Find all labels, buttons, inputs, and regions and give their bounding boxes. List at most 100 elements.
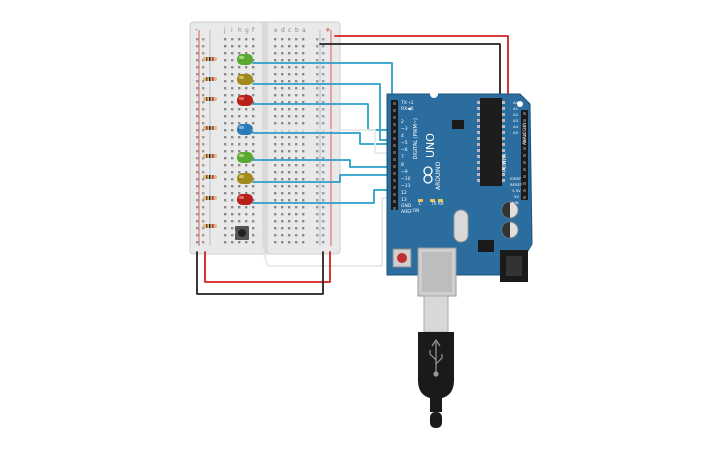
hole (523, 168, 526, 171)
hole (281, 199, 284, 202)
hole (393, 109, 396, 112)
hole (502, 131, 505, 134)
hole (238, 192, 241, 195)
hole (252, 94, 255, 97)
hole (295, 94, 298, 97)
hole (316, 199, 319, 202)
hole (224, 59, 227, 62)
wire-black[interactable] (196, 251, 324, 295)
hole (252, 171, 255, 174)
hole (231, 66, 234, 69)
usb-cable[interactable] (418, 295, 454, 428)
hole (202, 94, 205, 97)
hole (231, 52, 234, 55)
hole (523, 126, 526, 129)
hole (477, 167, 480, 170)
wire-blue[interactable] (252, 103, 396, 131)
l-label: L (419, 201, 422, 206)
hole (393, 102, 396, 105)
hole (322, 157, 325, 160)
hole (316, 185, 319, 188)
hole (245, 192, 248, 195)
hole (302, 136, 305, 139)
hole (295, 234, 298, 237)
hole (316, 143, 319, 146)
arduino-logo (423, 166, 433, 184)
power-pin-labels: IOREF RESET 3.3V 5V VIN (510, 176, 523, 205)
hole (316, 136, 319, 139)
wire-red[interactable] (204, 251, 331, 283)
hole (477, 131, 480, 134)
hole (231, 206, 234, 209)
hole (523, 147, 526, 150)
hole (238, 73, 241, 76)
led-yellow[interactable] (237, 173, 253, 184)
hole (202, 115, 205, 118)
hole (523, 175, 526, 178)
hole (295, 136, 298, 139)
hole (295, 66, 298, 69)
col-letter: i (231, 27, 233, 34)
led-green[interactable] (237, 152, 253, 163)
digital-pin-holes (393, 102, 396, 210)
led-yellow[interactable] (237, 74, 253, 85)
hole (302, 241, 305, 244)
hole (202, 143, 205, 146)
pin-label: RX◀0 (401, 106, 414, 112)
tx-led (430, 199, 435, 202)
led-red[interactable] (237, 95, 253, 106)
hole (316, 38, 319, 41)
arduino-uno[interactable]: TX➝1 RX◀0 2 ~3 4 ~5 ~6 7 8 ~9 ~10 ~11 12… (386, 90, 533, 297)
mounting-hole (430, 90, 438, 98)
hole (202, 101, 205, 104)
digital-label: DIGITAL (PWM~) (413, 118, 419, 160)
hole (295, 171, 298, 174)
wire-blue[interactable] (252, 174, 396, 183)
hole (274, 227, 277, 230)
hole (224, 234, 227, 237)
hole (322, 122, 325, 125)
hole (281, 122, 284, 125)
hole (523, 196, 526, 199)
pin-label: 2 (401, 119, 404, 125)
rail-plus-label: + (325, 26, 331, 34)
hole (322, 234, 325, 237)
hole (502, 137, 505, 140)
hole (252, 108, 255, 111)
hole (202, 234, 205, 237)
hole (302, 143, 305, 146)
hole (252, 227, 255, 230)
hole (477, 179, 480, 182)
wire-blue[interactable] (252, 189, 396, 204)
hole (295, 38, 298, 41)
hole (252, 73, 255, 76)
tx-label: TX (430, 201, 436, 206)
led-blue[interactable] (237, 124, 253, 135)
wire-white[interactable] (252, 129, 396, 154)
hole (393, 144, 396, 147)
wire-white[interactable] (219, 231, 236, 249)
pin-label: ~6 (401, 147, 408, 153)
wire-blue[interactable] (252, 132, 396, 145)
hole (224, 192, 227, 195)
hole (245, 136, 248, 139)
hole (224, 178, 227, 181)
hole (281, 206, 284, 209)
digital-header[interactable] (391, 100, 398, 210)
push-button[interactable] (235, 226, 249, 240)
wire-blue[interactable] (252, 159, 396, 168)
hole (231, 73, 234, 76)
hole (252, 80, 255, 83)
hole (252, 206, 255, 209)
hole (393, 158, 396, 161)
hole (196, 171, 199, 174)
usb-cable-wire (430, 412, 442, 428)
hole (288, 185, 291, 188)
hole (196, 45, 199, 48)
hole (238, 122, 241, 125)
led-red[interactable] (237, 194, 253, 205)
led-green[interactable] (237, 54, 253, 65)
hole (502, 125, 505, 128)
wire-white[interactable] (256, 197, 396, 267)
